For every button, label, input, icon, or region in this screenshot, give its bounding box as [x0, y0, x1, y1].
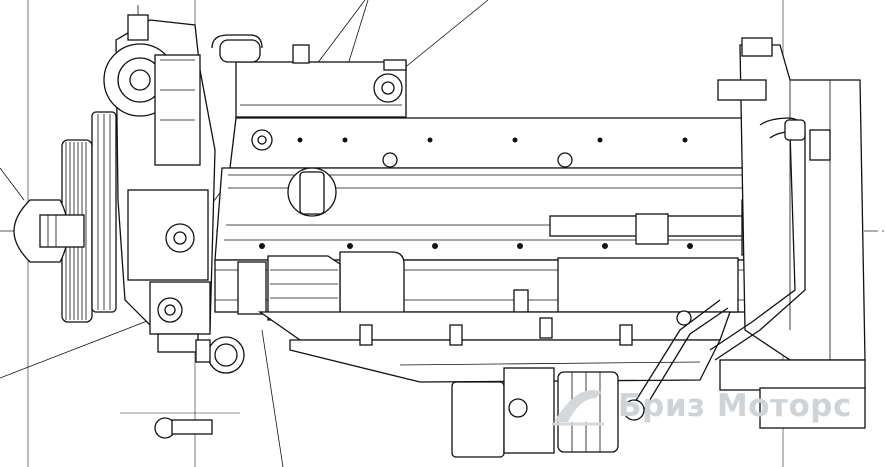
valve-cover — [214, 117, 761, 261]
bolt-heads — [259, 137, 693, 249]
engine-block — [214, 251, 746, 321]
starter-assembly — [154, 367, 619, 458]
crankshaft-pulley — [13, 111, 117, 323]
upper-intake — [211, 34, 407, 118]
rear-housing — [709, 37, 866, 429]
oil-pan — [257, 311, 731, 383]
dipstick-tube — [623, 299, 729, 421]
front-housing — [103, 5, 245, 374]
